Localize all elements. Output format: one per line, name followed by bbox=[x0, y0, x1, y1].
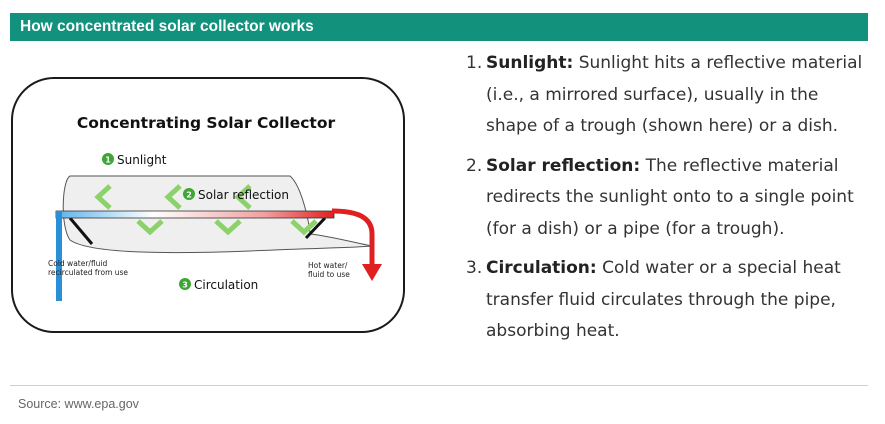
step-text: The reflective material redirects the su… bbox=[486, 155, 854, 239]
hot-pipe-outlet bbox=[331, 208, 375, 264]
diagram-title: Concentrating Solar Collector bbox=[77, 114, 336, 132]
step-term: Solar reflection: bbox=[486, 155, 641, 176]
step-text: Cold water or a special heat transfer fl… bbox=[486, 258, 841, 341]
cold-pipe-vertical bbox=[56, 211, 62, 301]
hot-outlet-arrow bbox=[362, 264, 382, 281]
hot-label-line1: Hot water/ bbox=[308, 261, 348, 270]
sunlight-badge bbox=[102, 153, 114, 165]
step-solar-reflection: 2. Solar reflection: The reflective mate… bbox=[466, 151, 866, 246]
source-note: Source: www.epa.gov bbox=[18, 397, 139, 411]
circulation-label: Circulation bbox=[194, 278, 258, 292]
header-title: How concentrated solar collector works bbox=[20, 18, 314, 35]
reflection-arrow-5 bbox=[214, 219, 242, 236]
steps-list: 1. Sunlight: Sunlight hits a reflective … bbox=[466, 48, 866, 356]
cold-label-line1: Cold water/fluid bbox=[48, 259, 108, 268]
cold-label-line2: recirculated from use bbox=[48, 268, 128, 277]
reflection-arrow-2 bbox=[164, 184, 182, 210]
step-term: Circulation: bbox=[486, 258, 597, 278]
reflection-arrows bbox=[94, 184, 318, 236]
hot-label-line2: fluid to use bbox=[308, 270, 350, 279]
step-term: Sunlight: bbox=[486, 53, 574, 73]
step-sunlight: 1. Sunlight: Sunlight hits a reflective … bbox=[466, 48, 866, 143]
step-number: 3. bbox=[466, 258, 483, 278]
reflection-label: Solar reflection bbox=[198, 188, 289, 202]
reflection-arrow-6 bbox=[290, 219, 318, 236]
solar-collector-diagram: Concentrating Solar Collector 1 Sunlight… bbox=[11, 77, 405, 333]
reflection-arrow-4 bbox=[136, 219, 164, 236]
divider bbox=[10, 385, 868, 386]
header-bar: How concentrated solar collector works bbox=[10, 13, 868, 41]
reflection-badge-number: 2 bbox=[186, 191, 192, 200]
reflection-arrow-1 bbox=[94, 184, 112, 210]
sunlight-label: Sunlight bbox=[117, 153, 167, 167]
sunlight-badge-number: 1 bbox=[105, 156, 111, 165]
step-circulation: 3. Circulation: Cold water or a special … bbox=[466, 253, 866, 348]
reflection-badge bbox=[183, 188, 195, 200]
support-right bbox=[304, 216, 327, 240]
reflection-arrow-3 bbox=[234, 184, 252, 210]
step-number: 1. bbox=[466, 53, 483, 73]
step-text: Sunlight hits a reflective material (i.e… bbox=[486, 53, 863, 136]
collector-pipe bbox=[55, 210, 335, 219]
step-number: 2. bbox=[466, 155, 483, 176]
circulation-badge-number: 3 bbox=[182, 281, 188, 290]
circulation-badge bbox=[179, 278, 191, 290]
support-left bbox=[68, 217, 94, 245]
